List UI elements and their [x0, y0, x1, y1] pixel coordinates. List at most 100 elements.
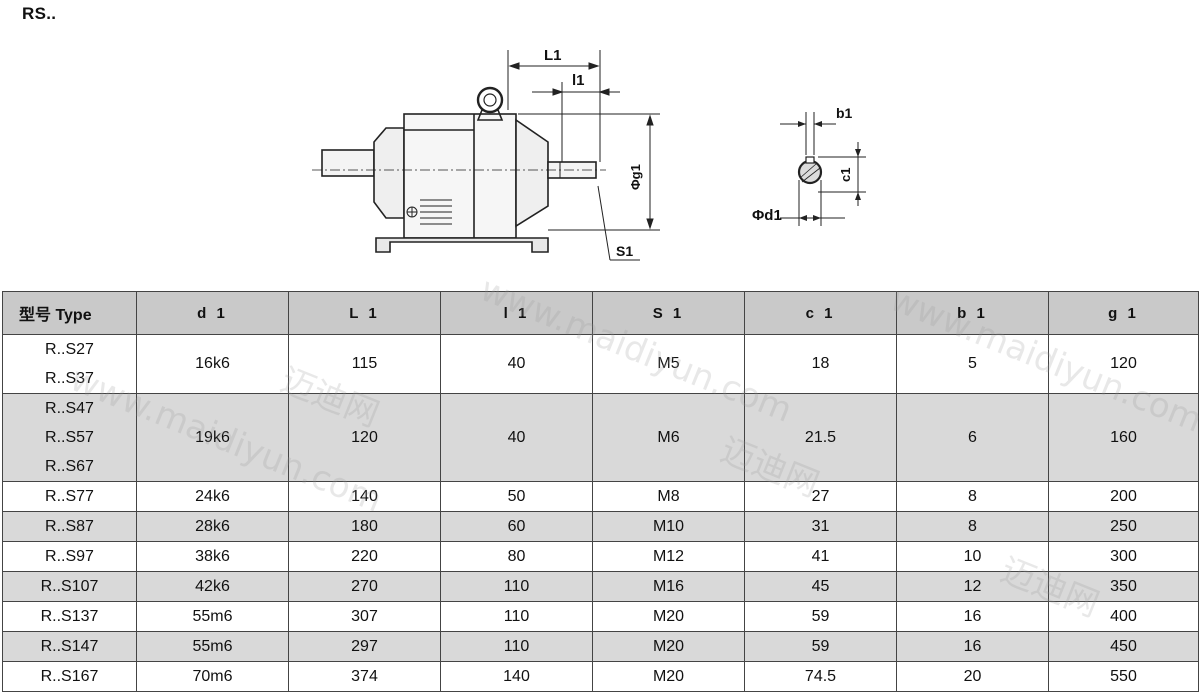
cell-S1: M20 — [592, 661, 745, 692]
cell-c1: 59 — [744, 631, 897, 662]
type-name: R..S67 — [45, 458, 94, 475]
cell-c1: 41 — [744, 541, 897, 572]
table-header-row: 型号 Type d 1 L 1 l 1 S 1 c 1 b 1 g 1 — [2, 291, 1199, 335]
page-label: RS.. — [22, 4, 57, 23]
type-name: R..S107 — [40, 578, 99, 595]
header-g1: g 1 — [1048, 291, 1199, 335]
cell-g1: 200 — [1048, 481, 1199, 512]
cell-b1: 16 — [896, 631, 1049, 662]
cell-l1: 40 — [440, 334, 593, 394]
cell-b1: 10 — [896, 541, 1049, 572]
dimension-L1 — [507, 50, 601, 162]
cell-g1: 350 — [1048, 571, 1199, 602]
dimension-table: 型号 Type d 1 L 1 l 1 S 1 c 1 b 1 g 1 R..S… — [2, 291, 1199, 692]
cell-l1: 110 — [440, 601, 593, 632]
cell-S1: M20 — [592, 631, 745, 662]
cell-d1: 28k6 — [136, 511, 289, 542]
cell-b1: 8 — [896, 511, 1049, 542]
cell-S1: M5 — [592, 334, 745, 394]
cell-d1: 55m6 — [136, 631, 289, 662]
header-b1: b 1 — [896, 291, 1049, 335]
header-S1: S 1 — [592, 291, 745, 335]
cell-L1: 220 — [288, 541, 441, 572]
cell-type: R..S107 — [2, 571, 137, 602]
cell-L1: 115 — [288, 334, 441, 394]
cell-l1: 110 — [440, 631, 593, 662]
label-l1: l1 — [572, 72, 585, 89]
type-name: R..S57 — [45, 429, 94, 446]
header-l1: l 1 — [440, 291, 593, 335]
cell-type: R..S137 — [2, 601, 137, 632]
header-type: 型号 Type — [2, 291, 137, 335]
shaft-section — [780, 112, 866, 226]
label-L1: L1 — [544, 47, 562, 64]
cell-d1: 24k6 — [136, 481, 289, 512]
cell-type: R..S167 — [2, 661, 137, 692]
cell-L1: 140 — [288, 481, 441, 512]
cell-c1: 18 — [744, 334, 897, 394]
cell-L1: 374 — [288, 661, 441, 692]
cell-c1: 74.5 — [744, 661, 897, 692]
cell-L1: 180 — [288, 511, 441, 542]
cell-d1: 55m6 — [136, 601, 289, 632]
dimension-drawing: L1 l1 Φg1 S1 — [0, 30, 1200, 270]
cell-d1: 19k6 — [136, 393, 289, 482]
cell-d1: 16k6 — [136, 334, 289, 394]
cell-b1: 6 — [896, 393, 1049, 482]
type-name: R..S137 — [40, 608, 99, 625]
cell-d1: 38k6 — [136, 541, 289, 572]
type-name: R..S147 — [40, 638, 99, 655]
label-S1: S1 — [616, 243, 633, 259]
type-name: R..S97 — [45, 548, 94, 565]
cell-b1: 12 — [896, 571, 1049, 602]
cell-type: R..S77 — [2, 481, 137, 512]
cell-c1: 59 — [744, 601, 897, 632]
cell-S1: M8 — [592, 481, 745, 512]
cell-S1: M10 — [592, 511, 745, 542]
cell-g1: 160 — [1048, 393, 1199, 482]
reducer-side-view — [312, 86, 606, 253]
cell-l1: 60 — [440, 511, 593, 542]
cell-L1: 270 — [288, 571, 441, 602]
header-d1: d 1 — [136, 291, 289, 335]
cell-d1: 70m6 — [136, 661, 289, 692]
type-name: R..S77 — [45, 488, 94, 505]
type-name: R..S47 — [45, 400, 94, 417]
cell-S1: M6 — [592, 393, 745, 482]
cell-b1: 16 — [896, 601, 1049, 632]
label-c1: c1 — [838, 168, 853, 182]
type-name: R..S87 — [45, 518, 94, 535]
cell-S1: M20 — [592, 601, 745, 632]
cell-c1: 27 — [744, 481, 897, 512]
gearmotor-drawing-svg: L1 l1 Φg1 S1 — [312, 47, 866, 261]
cell-g1: 400 — [1048, 601, 1199, 632]
cell-d1: 42k6 — [136, 571, 289, 602]
cell-b1: 8 — [896, 481, 1049, 512]
label-g1: Φg1 — [628, 164, 643, 190]
header-c1: c 1 — [744, 291, 897, 335]
cell-b1: 5 — [896, 334, 1049, 394]
cell-L1: 297 — [288, 631, 441, 662]
cell-type: R..S97 — [2, 541, 137, 572]
cell-g1: 450 — [1048, 631, 1199, 662]
cell-type: R..S147 — [2, 631, 137, 662]
cell-l1: 80 — [440, 541, 593, 572]
cell-c1: 21.5 — [744, 393, 897, 482]
cell-L1: 307 — [288, 601, 441, 632]
cell-c1: 31 — [744, 511, 897, 542]
cell-b1: 20 — [896, 661, 1049, 692]
type-name: R..S167 — [40, 668, 99, 685]
type-name: R..S27 — [45, 341, 94, 358]
label-b1: b1 — [836, 105, 853, 121]
cell-g1: 550 — [1048, 661, 1199, 692]
